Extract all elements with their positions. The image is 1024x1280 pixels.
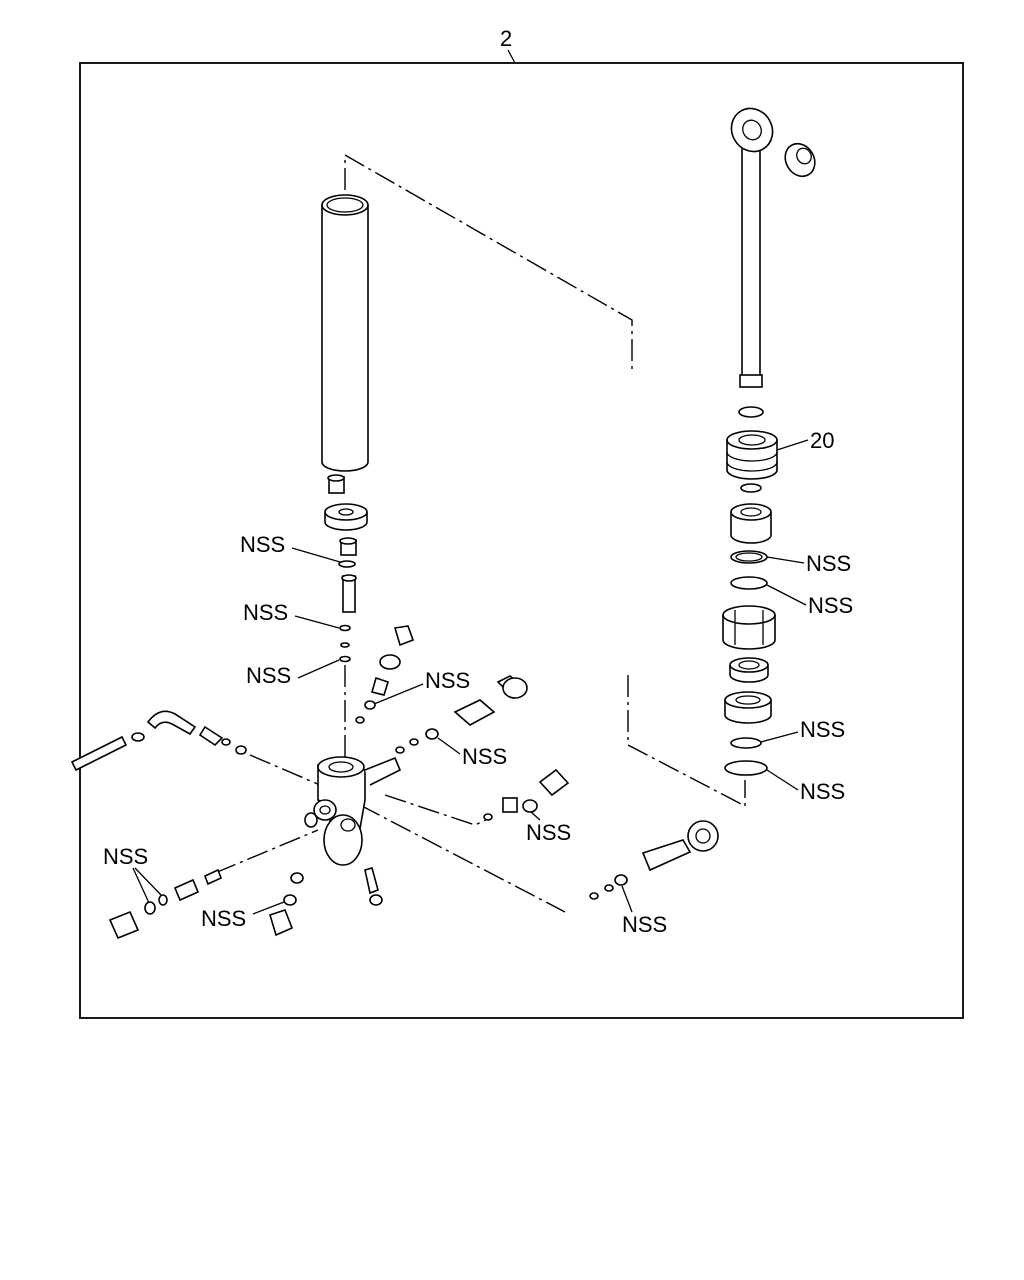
centerline-tube [344,153,633,372]
fitting-right-mid-icon [483,768,570,821]
nss-leader-12 [760,731,799,743]
nss-label-4: NSS [425,668,470,693]
centerline-rod [627,675,746,808]
piston-stack-icon [324,474,368,663]
nss-leader-10 [766,556,805,564]
rod-seal-stack-icon [722,406,778,776]
nss-label-5: NSS [462,744,507,769]
centerline-left-branch [249,754,321,786]
assembly-number-leader [507,49,516,64]
centerline-right-mid [384,794,491,826]
nss-leader-2 [294,615,340,629]
nss-label-1: NSS [240,532,285,557]
nss-leader-11 [766,584,807,606]
nss-label-2: NSS [243,600,288,625]
cylinder-tube-icon [321,194,369,472]
nss-leader-7 [621,885,633,913]
piston-rod-icon [730,107,816,388]
fitting-upper-icon [355,625,528,754]
nss-leader-8a [132,867,150,904]
nss-label-12: NSS [800,717,845,742]
item-20-label: 20 [810,428,834,453]
nss-label-11: NSS [808,593,853,618]
assembly-number: 2 [500,26,512,51]
nss-label-13: NSS [800,779,845,804]
nss-label-3: NSS [246,663,291,688]
fitting-right-lower-icon [589,820,719,900]
nss-leader-5 [437,737,461,755]
nss-leader-6 [530,811,541,821]
nss-leader-8b [134,867,162,896]
pipe-fitting-icon [70,710,247,772]
nss-label-7: NSS [622,912,667,937]
nss-leader-4 [373,683,424,705]
nss-leader-1 [291,547,341,563]
centerline-right-lower [359,804,566,913]
fitting-lower-left-icon [108,867,383,940]
centerline-lower-left [214,829,319,874]
nss-label-8: NSS [103,844,148,869]
nss-label-10: NSS [806,551,851,576]
nss-leader-3 [297,659,340,679]
nss-label-6: NSS [526,820,571,845]
nss-leader-13 [766,769,799,791]
assembly-frame [79,62,964,1019]
nss-leader-9 [252,901,285,915]
nss-label-9: NSS [201,906,246,931]
valve-body-icon [304,756,402,866]
item-20-leader [776,439,809,451]
